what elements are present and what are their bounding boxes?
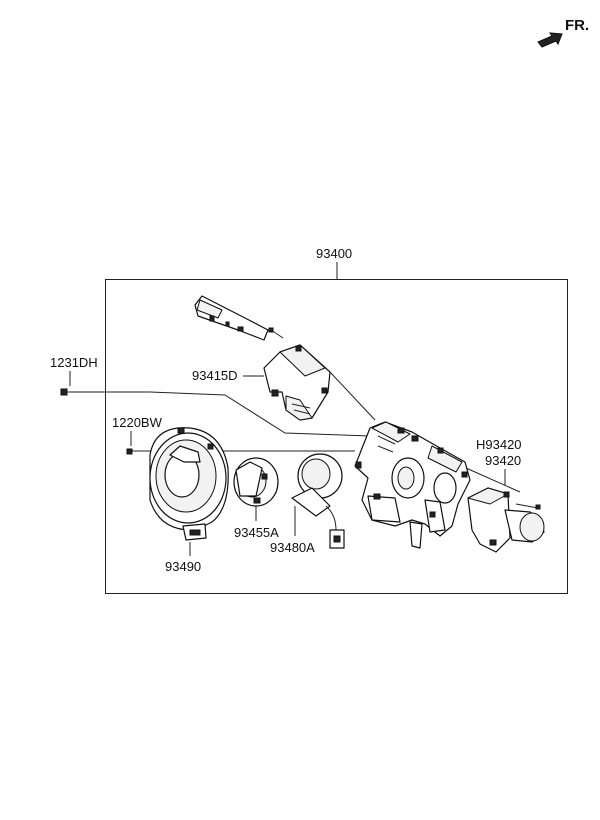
bolt-1231DH	[60, 388, 80, 396]
ring-93455A	[233, 457, 279, 507]
direction-indicator: FR.	[537, 17, 589, 48]
column-housing	[354, 421, 471, 549]
part-label-H93420: H93420	[476, 437, 522, 452]
part-label-93480A: 93480A	[270, 540, 315, 555]
part-label-93455A: 93455A	[234, 525, 279, 540]
switch-93420	[467, 487, 545, 553]
part-label-1220BW: 1220BW	[112, 415, 163, 430]
forward-arrow-icon	[537, 32, 563, 48]
sensor-93480A	[291, 453, 345, 549]
multifunction-switch-93415D	[194, 295, 331, 421]
part-label-1231DH: 1231DH	[50, 355, 98, 370]
part-label-93490: 93490	[165, 559, 201, 574]
clock-spring-93490	[149, 427, 229, 541]
center-line-housing	[465, 467, 521, 493]
screw-1220BW	[126, 448, 150, 455]
center-line-93415D	[329, 371, 376, 421]
assembly-label: 93400	[316, 246, 352, 261]
direction-label: FR.	[565, 17, 589, 34]
center-line-1231DH	[80, 391, 371, 437]
part-label-93415D: 93415D	[192, 368, 238, 383]
part-label-93420: 93420	[485, 453, 521, 468]
assembly-frame	[105, 279, 568, 594]
